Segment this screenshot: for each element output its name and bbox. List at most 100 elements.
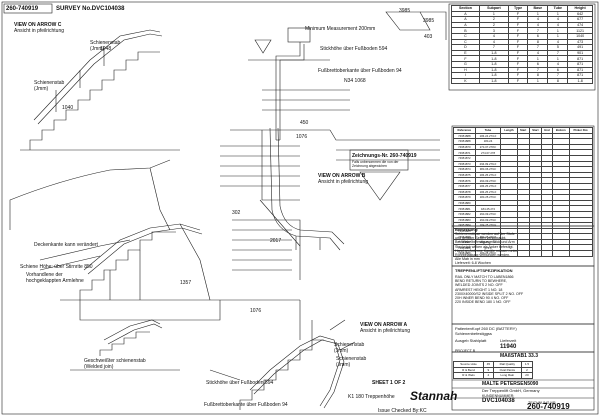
view-b-title: VIEW ON ARROW B bbox=[318, 173, 366, 179]
section-table-cell: 871 bbox=[567, 72, 593, 79]
dim-b: 3985 bbox=[423, 18, 435, 24]
view-a-subtitle: Ansicht in pfeilrichtung bbox=[360, 328, 411, 334]
section-table-cell: F bbox=[507, 72, 529, 79]
notes-line: Hand an Antenne Kanäle müssen unter bbox=[455, 248, 518, 253]
view-c-title: VIEW ON ARROW C bbox=[14, 22, 62, 28]
title-block-cell: 4 bbox=[483, 372, 494, 379]
kunden-label: KUNDENNUMMER: bbox=[482, 394, 515, 398]
title-block-cell: Source Hole bbox=[453, 361, 484, 368]
view-a-title: VIEW ON ARROW A bbox=[360, 322, 408, 328]
tube-table-cell bbox=[528, 250, 543, 257]
view-a-stair bbox=[39, 219, 301, 321]
dim-1: 1048 bbox=[100, 46, 112, 52]
schienenstab-2: Schienenstab (Jmm) bbox=[34, 80, 65, 92]
section-table-cell: 1 bbox=[527, 77, 549, 85]
patient-label: PatientenKopf 260 DC (BATTERY) bbox=[455, 326, 517, 331]
k1-trepp-label: K1 180 Treppenhöhe bbox=[348, 394, 395, 400]
dim-3: 450 bbox=[300, 120, 309, 126]
geschweisst-label: Geschweißter schienenstab (Welded join) bbox=[84, 358, 146, 370]
section-table-cell: 1-8 bbox=[567, 77, 593, 85]
tube-table-cell bbox=[551, 250, 570, 257]
notes-line: und gerader Seiten verschraubt. bbox=[455, 236, 507, 241]
doc-number: 260-740919 bbox=[6, 5, 39, 12]
dim-2: 1040 bbox=[62, 105, 74, 111]
section-table-cell: 6 bbox=[527, 60, 549, 68]
title-block-cell: 1.5 bbox=[520, 361, 534, 368]
dim-box-top bbox=[385, 11, 447, 40]
section-table-cell: K bbox=[451, 77, 480, 85]
dim-a: 3985 bbox=[399, 8, 411, 14]
tube-table-cell bbox=[568, 250, 594, 257]
title-block-cell: 2 bbox=[520, 366, 534, 374]
title-block-cell: Long Rain bbox=[492, 372, 522, 379]
schienenstab-3: Schienenstab (Jmm) bbox=[334, 342, 365, 354]
sheet-number: SHEET 1 OF 2 bbox=[372, 380, 406, 386]
stamp-number: Zeichnungs-Nr. 260-740919 bbox=[352, 153, 417, 159]
n34-label: N34 1068 bbox=[344, 78, 366, 84]
floor-curve bbox=[9, 159, 171, 230]
title-block-cell: 20 bbox=[520, 372, 534, 379]
notes-line: Lieferzeit: 6-8 Wochen bbox=[455, 261, 491, 266]
notes-line: Alle Mab in mm bbox=[455, 257, 480, 262]
spec-line: ARMREST HEIGHT 1 NO. 18 bbox=[455, 287, 503, 292]
section-table-cell: 8 bbox=[527, 72, 549, 79]
section-table-cell: 7 bbox=[527, 66, 549, 74]
massstab: MAßSTAB1 33.3 bbox=[500, 353, 538, 359]
view-d-stair bbox=[70, 319, 180, 371]
view-a-bottom bbox=[209, 300, 356, 410]
fussbrett-bottom-label: Fußbrettoberkante über Fußboden 94 bbox=[204, 402, 288, 408]
spec-line: RAIL ONLY MATCH TO LABEN1866 bbox=[455, 275, 514, 279]
section-table-cell: 4 bbox=[527, 16, 549, 23]
top-table-frame bbox=[448, 3, 596, 91]
company-name: Der Treppenlift GmbH, Germany bbox=[482, 388, 540, 393]
spec-line: WELDED JOINTS 2 NO. OFF bbox=[455, 283, 503, 288]
notes-line: Bei Winkelbefestigung: Stick und Arm bbox=[455, 240, 515, 245]
title-block-cell: Rail Quality bbox=[492, 361, 522, 368]
section-table-cell: 871 bbox=[567, 60, 593, 68]
section-table-cell: F bbox=[507, 16, 529, 23]
title-block-cell: R & Bend bbox=[453, 366, 484, 374]
view-c-stair bbox=[20, 29, 180, 151]
stamp-note: Falls unbenommen die von der Zeichnung a… bbox=[352, 160, 399, 168]
dim-5: 302 bbox=[232, 210, 241, 216]
schiene-hohe-label: Schiene Höhe: über Stirnrite 850 bbox=[20, 264, 93, 270]
section-table-cell: 677 bbox=[567, 16, 593, 23]
drawing-no: 260-740919 bbox=[527, 402, 570, 411]
title-block-cell: Oval Paints bbox=[492, 366, 522, 374]
section-table-cell: 8 bbox=[547, 77, 569, 85]
dim-4: 1076 bbox=[296, 134, 308, 140]
dim-7: 2017 bbox=[270, 238, 282, 244]
project-label: PROJECT B bbox=[455, 349, 476, 353]
brand-logo: Stannah bbox=[410, 389, 458, 403]
lieferzeit-label: Lieferzeit bbox=[500, 338, 517, 343]
warning-triangle bbox=[254, 39, 272, 54]
lieferzeit-value: 11940 bbox=[500, 344, 517, 350]
spec-line: 20H INNER BEND 90 4 NO. OFF bbox=[455, 296, 509, 301]
dim-8: 1076 bbox=[250, 308, 262, 314]
floor-curve-2 bbox=[149, 167, 171, 231]
section-table-cell: F bbox=[507, 60, 529, 68]
notes-title: Bemerkung: bbox=[455, 227, 479, 232]
